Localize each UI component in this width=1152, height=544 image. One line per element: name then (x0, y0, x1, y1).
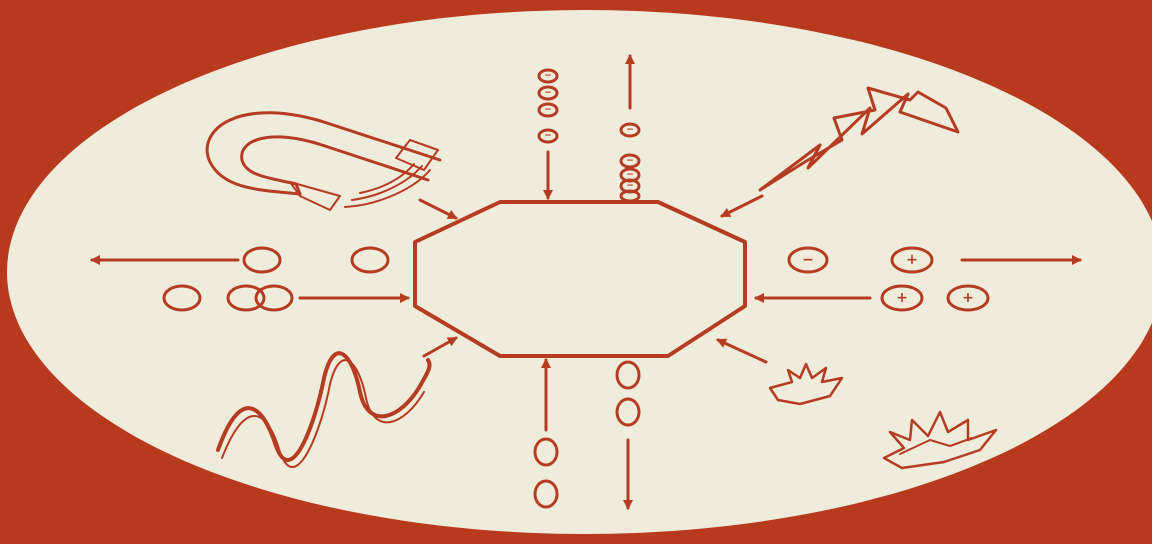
electron-sign: − (544, 71, 552, 81)
electron-sign: − (544, 105, 552, 115)
electron-sign: − (626, 125, 634, 135)
white-disc (7, 10, 1152, 534)
electron-sign: − (544, 131, 552, 141)
negative-sign: − (802, 252, 814, 268)
electron-sign: − (626, 156, 634, 166)
positive-sign: + (962, 290, 974, 306)
electron-sign: − (626, 181, 634, 191)
positive-sign: + (896, 290, 908, 306)
electron-sign: − (544, 88, 552, 98)
positive-sign: + (906, 252, 918, 268)
electron-sign: − (626, 170, 634, 180)
